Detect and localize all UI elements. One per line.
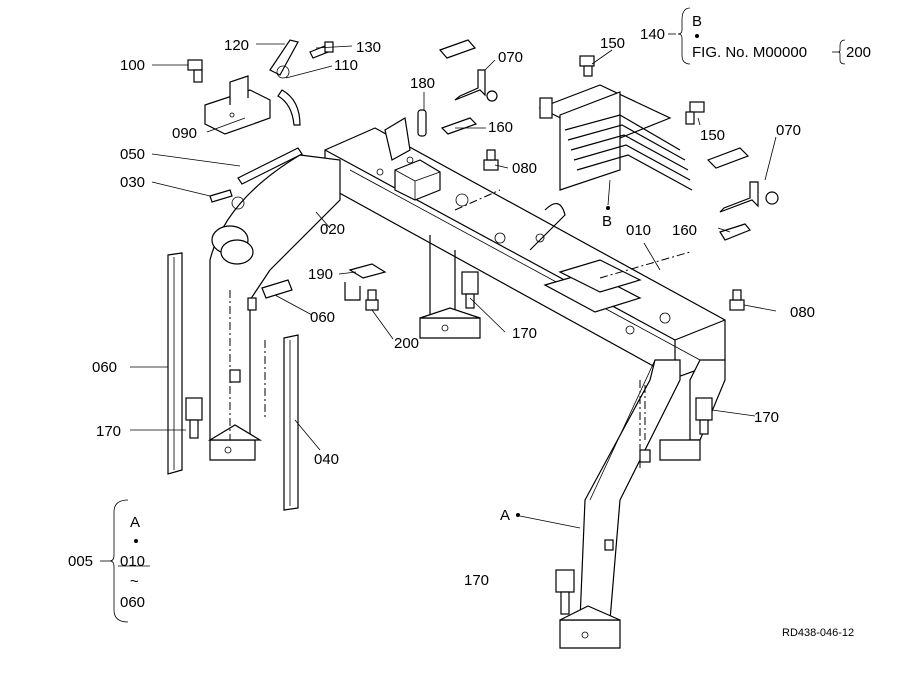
callout-090: 090 [172,125,197,142]
strip-040 [283,334,299,511]
bolt-130 [309,41,334,59]
bracket-090 [204,75,271,135]
callout-160-top: 160 [488,119,513,136]
left-leg [207,154,341,461]
clip-160-b [719,223,751,241]
bracket-070-left [438,39,498,102]
callout-030: 030 [120,174,145,191]
strip-060-small [261,279,293,299]
bolt-100 [187,59,203,83]
callout-150-right: 150 [700,127,725,144]
callout-110: 110 [334,57,358,74]
callout-070-top: 070 [498,49,523,66]
callout-170-left: 170 [96,423,121,440]
callout-labels: 100 120 130 110 090 050 030 180 070 150 … [92,35,815,589]
bolt-170-middle [461,271,479,309]
callout-160-right: 160 [672,222,697,239]
callout-150-top: 150 [600,35,625,52]
callout-170-bottom: 170 [464,572,489,589]
callout-120: 120 [224,37,249,54]
callout-B: B [602,213,612,230]
assembly-from: 010 [120,553,145,570]
leader-lines [118,43,777,567]
assembly-number: 005 [68,553,93,570]
strip-060-left [167,252,183,475]
bolt-170-left [185,397,203,439]
assembly-tilde: ~ [130,573,139,590]
reference-group-140: 140 B FIG. No. M00000 200 [640,7,871,65]
assembly-to: 060 [120,594,145,611]
assembly-group-005: 005 A 010 ~ 060 [68,499,145,623]
callout-010: 010 [626,222,651,239]
middle-leg [419,235,481,339]
callout-A: A [500,507,510,524]
callout-080-top: 080 [512,160,537,177]
main-frame-beam [324,117,726,379]
bolt-200 [365,289,379,311]
callout-050: 050 [120,146,145,163]
callout-070-right: 070 [776,122,801,139]
ref-group-bottom-lead: FIG. No. M00000 [692,44,807,61]
bracket-190 [344,263,387,301]
ref-group-bottom-trail: 200 [846,44,871,61]
hidden-lines [229,189,691,440]
pin-030 [209,189,233,203]
pin-180 [417,109,427,137]
callout-130: 130 [356,39,381,56]
bracket-070-right [706,147,779,213]
callout-060-mid: 060 [310,309,335,326]
bolt-170-bottom [555,569,575,615]
harness-assembly-B [538,84,693,191]
lever-110-120 [269,39,301,126]
callout-180: 180 [410,75,435,92]
bolt-150-a [579,55,595,77]
callout-200: 200 [394,335,419,352]
bolt-170-right [695,397,713,435]
callout-190: 190 [308,266,333,283]
drawing-id: RD438-046-12 [782,627,854,639]
callout-040: 040 [314,451,339,468]
bolt-150-b [685,101,705,125]
assembly-letter: A [130,514,140,531]
ref-group-top: B [692,13,702,30]
callout-100: 100 [120,57,145,74]
rod-050 [237,147,303,185]
callout-170-right: 170 [754,409,779,426]
callout-170-mid: 170 [512,325,537,342]
callout-060-left: 060 [92,359,117,376]
right-leg [559,359,681,649]
bolt-080-a [483,149,499,171]
clip-160-a [440,117,478,135]
ref-group-prefix: 140 [640,26,665,43]
callout-020: 020 [320,221,345,238]
callout-080-right: 080 [790,304,815,321]
bolt-080-b [729,289,745,311]
